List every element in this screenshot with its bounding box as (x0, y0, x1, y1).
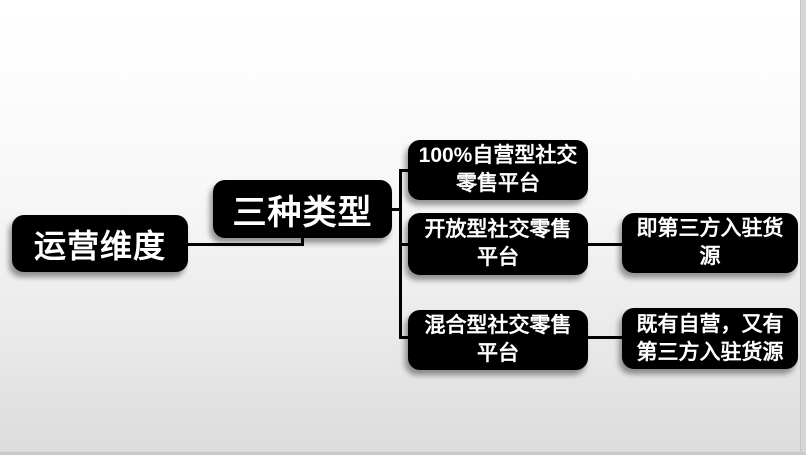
node-type-open-platform: 开放型社交零售 平台 (408, 213, 588, 275)
connector-root-to-branch-vertical (301, 238, 304, 246)
node-three-types: 三种类型 (213, 180, 392, 238)
connector-root-to-branch-horizontal (186, 243, 304, 246)
slide-bottom-edge-line (0, 452, 806, 455)
connector-stub-type2 (399, 243, 409, 246)
connector-stub-type1 (399, 169, 409, 172)
connector-stub-type3 (399, 336, 409, 339)
connector-trunk-vertical (399, 169, 402, 339)
slide-right-edge-line (800, 0, 806, 455)
node-type-hybrid-platform: 混合型社交零售 平台 (408, 310, 588, 370)
node-note-third-party-supply: 即第三方入驻货 源 (622, 213, 798, 273)
connector-branch-to-trunk (390, 208, 402, 211)
node-type-100pct-self-operated-platform: 100%自营型社交 零售平台 (408, 140, 588, 200)
connector-type3-to-note (588, 336, 622, 339)
node-operating-dimension: 运营维度 (12, 215, 188, 272)
node-note-self-and-third-party-supply: 既有自营，又有 第三方入驻货源 (622, 308, 798, 369)
connector-type2-to-note (588, 243, 622, 246)
